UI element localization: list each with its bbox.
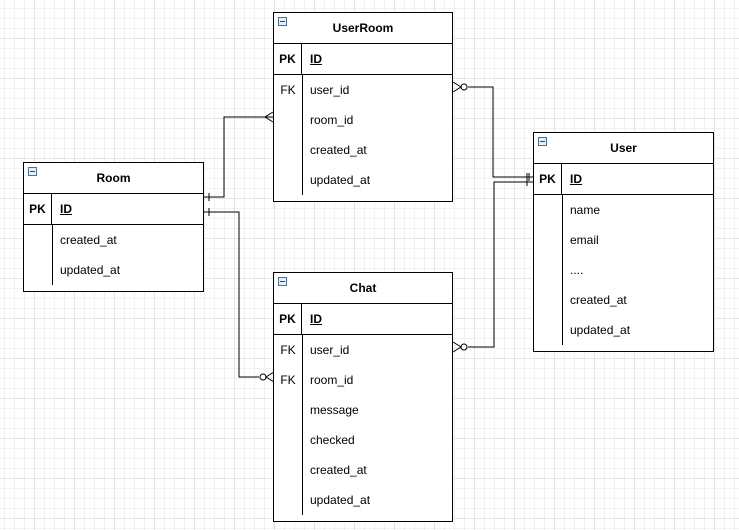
connector-room-chat[interactable] (204, 208, 275, 383)
primary-key-row[interactable]: PK ID (274, 304, 452, 335)
entity-chat[interactable]: Chat PK ID FK user_id FK room_id message… (273, 272, 453, 522)
collapse-icon[interactable] (278, 277, 287, 286)
field-name: updated_at (310, 173, 371, 187)
field-name: ID (310, 312, 322, 326)
key-label: PK (534, 164, 562, 194)
field-name: room_id (310, 113, 354, 127)
connector-room-userroom[interactable] (204, 111, 274, 201)
entity-title: UserRoom (332, 21, 394, 35)
attribute-row[interactable]: FK room_id (274, 365, 452, 395)
field-name: updated_at (570, 323, 631, 337)
key-label: PK (274, 44, 302, 74)
attribute-row[interactable]: message (274, 395, 452, 425)
connector-user-userroom[interactable] (452, 81, 533, 181)
primary-key-row[interactable]: PK ID (274, 44, 452, 75)
field-name: updated_at (310, 493, 371, 507)
collapse-icon[interactable] (28, 167, 37, 176)
entity-title: Chat (349, 281, 377, 295)
connector-user-chat[interactable] (452, 178, 533, 353)
attribute-row[interactable]: created_at (24, 225, 203, 255)
entity-user[interactable]: User PK ID name email .... created_at up… (533, 132, 714, 352)
attribute-row[interactable]: updated_at (24, 255, 203, 285)
collapse-icon[interactable] (278, 17, 287, 26)
attribute-row[interactable]: FK user_id (274, 335, 452, 365)
field-name: created_at (570, 293, 627, 307)
entity-header[interactable]: Room (24, 163, 203, 194)
field-name: .... (570, 263, 584, 277)
attribute-row[interactable]: room_id (274, 105, 452, 135)
attribute-row[interactable]: created_at (274, 135, 452, 165)
primary-key-row[interactable]: PK ID (534, 164, 713, 195)
key-label: FK (280, 373, 296, 387)
attribute-row[interactable]: created_at (534, 285, 713, 315)
field-name: created_at (310, 143, 367, 157)
key-label: PK (24, 194, 52, 224)
entity-room[interactable]: Room PK ID created_at updated_at (23, 162, 204, 292)
attribute-row[interactable]: updated_at (534, 315, 713, 345)
attribute-row[interactable]: checked (274, 425, 452, 455)
entity-title: User (610, 141, 637, 155)
primary-key-row[interactable]: PK ID (24, 194, 203, 225)
key-label: FK (280, 343, 296, 357)
attribute-row[interactable]: updated_at (274, 485, 452, 515)
field-name: created_at (60, 233, 117, 247)
attribute-row[interactable]: email (534, 225, 713, 255)
entity-userroom[interactable]: UserRoom PK ID FK user_id room_id create… (273, 12, 453, 202)
field-name: ID (310, 52, 322, 66)
field-name: updated_at (60, 263, 121, 277)
entity-header[interactable]: UserRoom (274, 13, 452, 44)
field-name: created_at (310, 463, 367, 477)
attribute-row[interactable]: updated_at (274, 165, 452, 195)
attribute-row[interactable]: .... (534, 255, 713, 285)
field-name: email (570, 233, 599, 247)
attribute-row[interactable]: name (534, 195, 713, 225)
key-label: FK (280, 83, 296, 97)
field-name: ID (570, 172, 582, 186)
attribute-row[interactable]: FK user_id (274, 75, 452, 105)
field-name: user_id (310, 343, 350, 357)
attribute-row[interactable]: created_at (274, 455, 452, 485)
entity-header[interactable]: Chat (274, 273, 452, 304)
field-name: checked (310, 433, 355, 447)
key-label: PK (274, 304, 302, 334)
entity-title: Room (96, 171, 131, 185)
field-name: name (570, 203, 601, 217)
entity-header[interactable]: User (534, 133, 713, 164)
collapse-icon[interactable] (538, 137, 547, 146)
field-name: user_id (310, 83, 350, 97)
field-name: message (310, 403, 359, 417)
field-name: room_id (310, 373, 354, 387)
field-name: ID (60, 202, 72, 216)
